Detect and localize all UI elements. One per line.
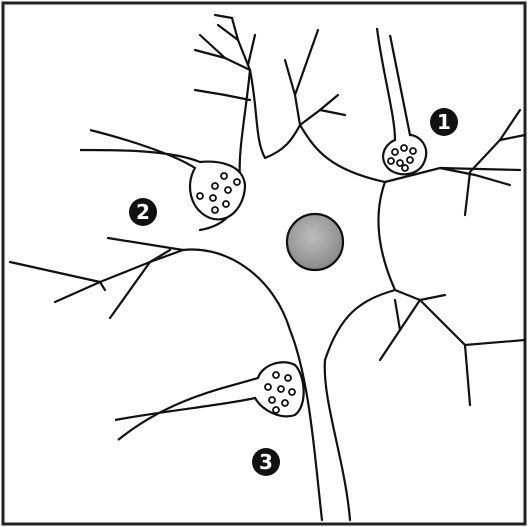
frame-border (3, 3, 525, 524)
nucleus (287, 214, 343, 270)
synapse-terminal-1 (377, 28, 426, 174)
svg-text:1: 1 (437, 110, 451, 134)
cell-body-outline (183, 70, 395, 520)
label-3: 3 (252, 448, 280, 476)
svg-text:3: 3 (259, 450, 273, 474)
label-2: 2 (129, 198, 157, 226)
label-1: 1 (430, 108, 458, 136)
dendrites-top (195, 15, 345, 125)
svg-text:2: 2 (136, 200, 150, 224)
synapse-terminal-2 (80, 130, 245, 219)
dendrites-left (10, 238, 183, 318)
synapse-terminal-3 (115, 362, 304, 440)
